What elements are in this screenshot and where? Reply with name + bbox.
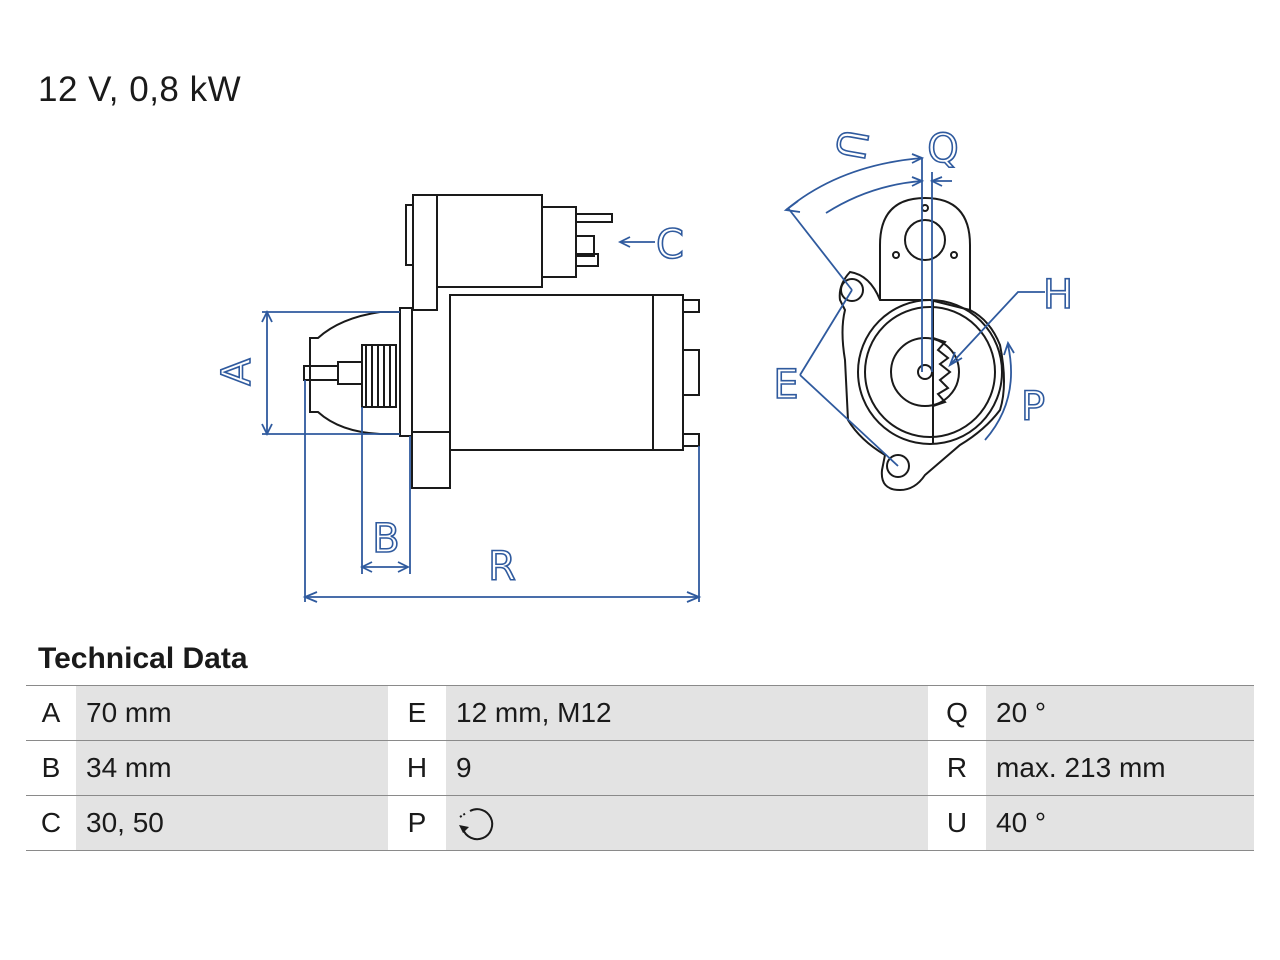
- spec-key: Q: [928, 685, 986, 741]
- table-row: A 70 mm E 12 mm, M12 Q 20 °: [26, 685, 1254, 741]
- table-row: B 34 mm H 9 R max. 213 mm: [26, 740, 1254, 796]
- label-C: C: [656, 222, 684, 268]
- label-B: B: [372, 516, 399, 562]
- side-view-dimensions: [261, 236, 702, 603]
- spec-key: B: [26, 740, 76, 796]
- end-view: [838, 196, 1005, 492]
- spec-key: C: [26, 795, 76, 851]
- spec-value: 12 mm, M12: [446, 685, 928, 741]
- label-P: P: [1021, 384, 1045, 430]
- label-Q: Q: [927, 126, 958, 172]
- side-view: [303, 194, 700, 489]
- spec-value: 9: [446, 740, 928, 796]
- starter-motor-drawing: A B R C: [213, 125, 1074, 603]
- spec-key: P: [388, 795, 446, 851]
- technical-data-title: Technical Data: [38, 642, 248, 675]
- label-H: H: [1043, 272, 1073, 318]
- spec-key: A: [26, 685, 76, 741]
- spec-value: 34 mm: [76, 740, 388, 796]
- spec-value: 30, 50: [76, 795, 388, 851]
- table-row: C 30, 50 P U 40 °: [26, 795, 1254, 851]
- spec-key: U: [928, 795, 986, 851]
- label-A: A: [214, 358, 260, 386]
- technical-data-table: A 70 mm E 12 mm, M12 Q 20 ° B 34 mm H 9 …: [26, 685, 1254, 851]
- label-U: U: [826, 126, 876, 163]
- spec-value: max. 213 mm: [986, 740, 1254, 796]
- product-title: 12 V, 0,8 kW: [38, 70, 242, 109]
- spec-key: R: [928, 740, 986, 796]
- spec-key: H: [388, 740, 446, 796]
- clockwise-rotation-icon: [459, 808, 494, 841]
- spec-value: 20 °: [986, 685, 1254, 741]
- end-view-dimensions: [783, 153, 1045, 467]
- label-R: R: [488, 544, 516, 590]
- label-E: E: [773, 362, 798, 408]
- spec-value: 40 °: [986, 795, 1254, 851]
- spec-value: 70 mm: [76, 685, 388, 741]
- spec-value-rotation: [446, 795, 928, 851]
- spec-key: E: [388, 685, 446, 741]
